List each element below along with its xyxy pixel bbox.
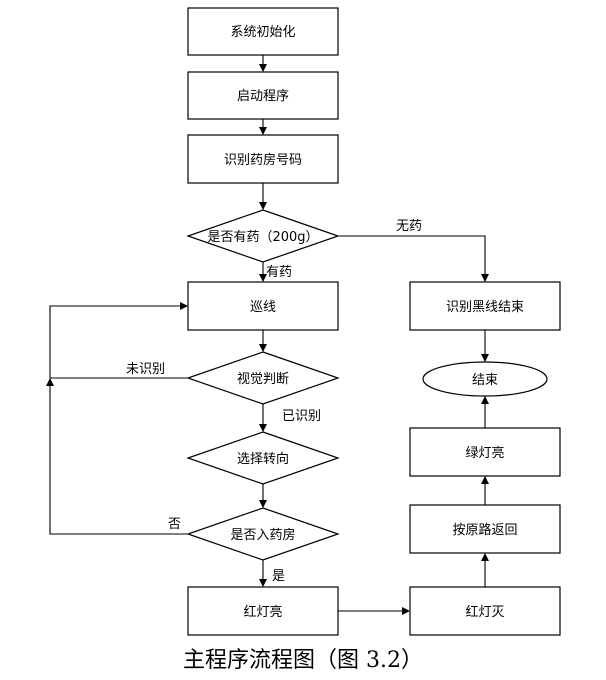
node-identify-room: 识别药房号码: [187, 134, 339, 184]
edge-label-no-medicine: 无药: [396, 219, 422, 234]
node-return-label: 按原路返回: [452, 522, 517, 538]
flowchart-diagram: 系统初始化 启动程序 识别药房号码 是否有药（200g） 巡线 视觉判断 选择转…: [46, 7, 561, 636]
node-patrol: 巡线: [187, 281, 339, 331]
decision-enter-room: 是否入药房: [186, 507, 340, 561]
node-end-label: 结束: [472, 373, 498, 388]
node-init-label: 系统初始化: [230, 25, 295, 40]
node-red-off: 红灯灭: [409, 586, 561, 636]
node-start: 启动程序: [187, 71, 339, 120]
node-start-label: 启动程序: [237, 89, 289, 104]
decision-turn-label: 选择转向: [237, 451, 289, 467]
node-red-off-label: 红灯灭: [465, 604, 504, 620]
node-end: 结束: [422, 361, 548, 397]
node-green-on: 绿灯亮: [409, 427, 561, 477]
node-return: 按原路返回: [409, 504, 561, 554]
edge-label-recognized: 已识别: [282, 409, 321, 424]
edge-label-not-recognized: 未识别: [126, 362, 165, 377]
edge-no-medicine: [338, 235, 489, 282]
node-green-on-label: 绿灯亮: [465, 445, 504, 461]
node-black-line-end: 识别黑线结束: [409, 281, 561, 331]
decision-vision: 视觉判断: [186, 351, 340, 405]
decision-vision-label: 视觉判断: [237, 372, 289, 387]
node-init: 系统初始化: [187, 7, 339, 56]
decision-has-medicine-label: 是否有药（200g）: [207, 230, 318, 245]
node-black-line-end-label: 识别黑线结束: [446, 300, 524, 315]
decision-has-medicine: 是否有药（200g）: [186, 209, 340, 263]
decision-turn: 选择转向: [186, 431, 340, 485]
edge-not-recognized-loop: [49, 302, 188, 379]
figure-caption: 主程序流程图（图 3.2）: [183, 648, 423, 673]
edge-label-has-medicine: 有药: [266, 265, 292, 280]
edge-label-no: 否: [168, 517, 181, 532]
edge-no-loop: [46, 378, 188, 535]
node-red-on-label: 红灯亮: [243, 604, 282, 620]
node-patrol-label: 巡线: [250, 300, 276, 315]
edge-label-yes: 是: [272, 569, 285, 584]
node-identify-room-label: 识别药房号码: [224, 152, 302, 168]
decision-enter-room-label: 是否入药房: [230, 527, 295, 543]
node-red-on: 红灯亮: [187, 586, 339, 636]
